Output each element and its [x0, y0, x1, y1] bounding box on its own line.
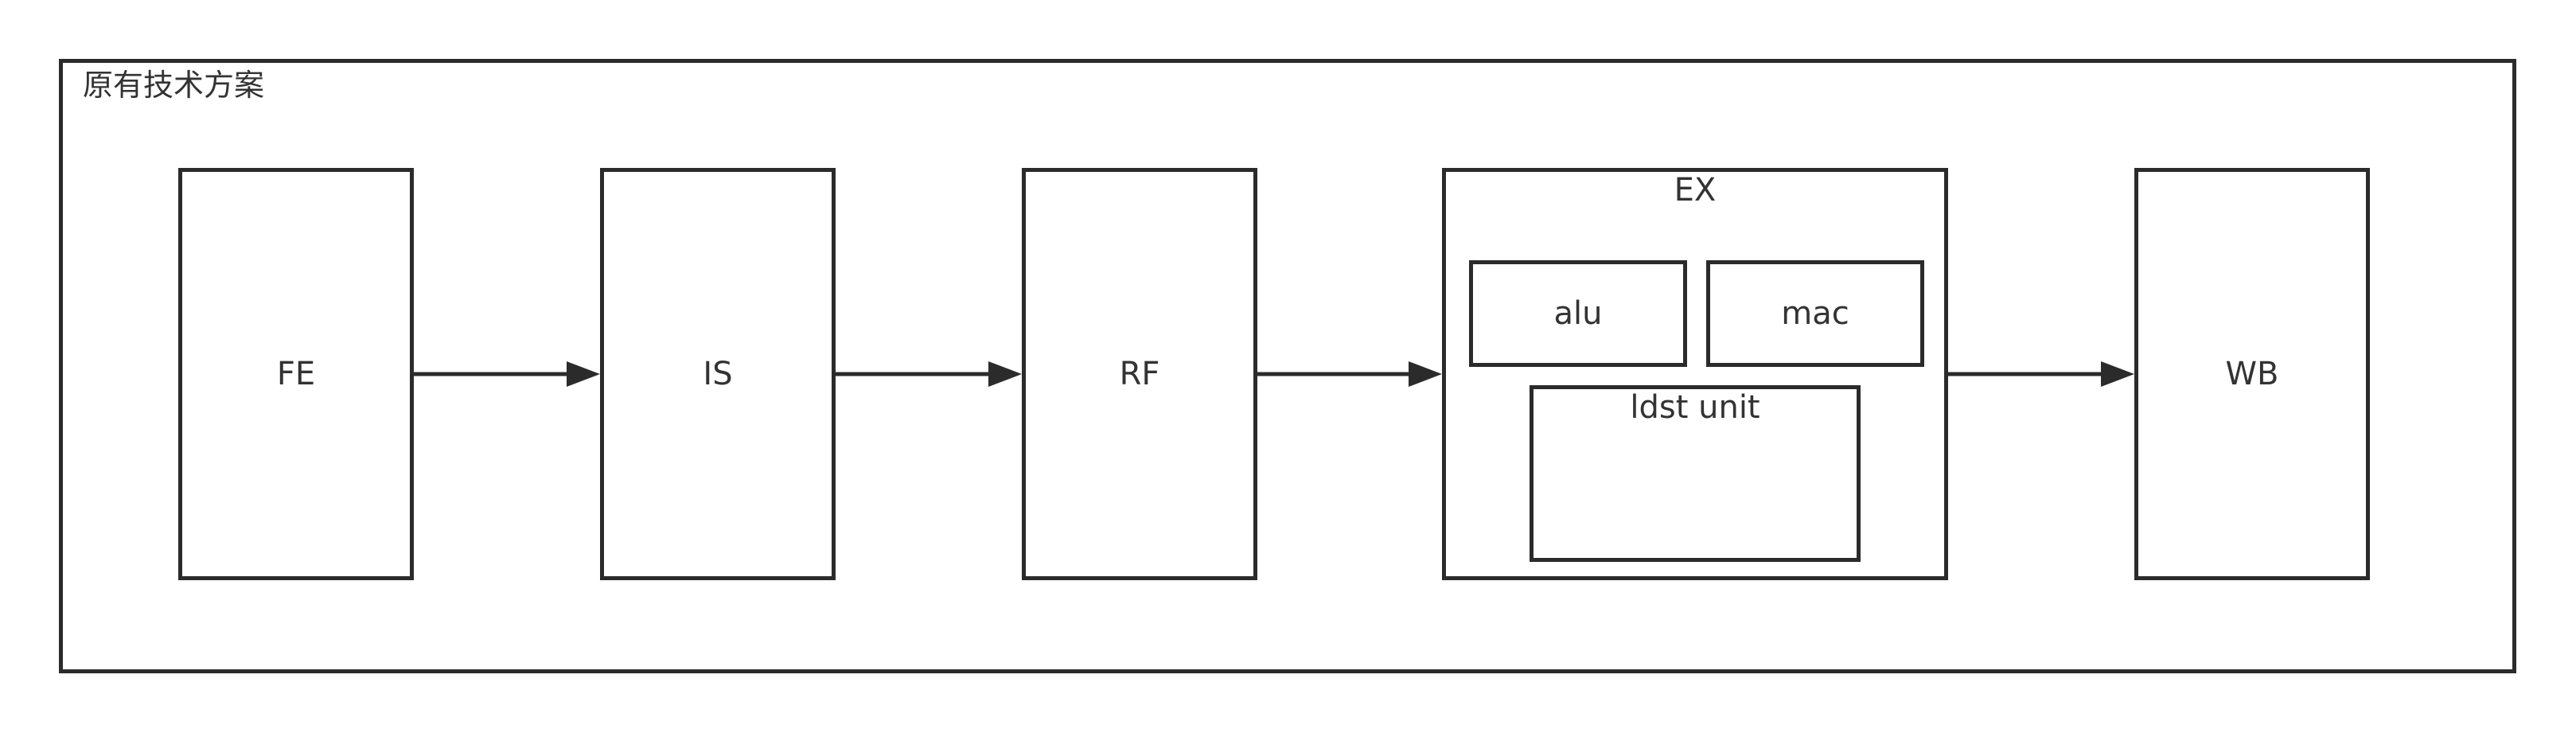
- rf-to-ex-arrowhead: [1409, 361, 1442, 387]
- ex-to-wb-arrowhead: [2101, 361, 2134, 387]
- is-to-rf-arrowhead: [988, 361, 1022, 387]
- fe-to-is-arrowhead: [567, 361, 600, 387]
